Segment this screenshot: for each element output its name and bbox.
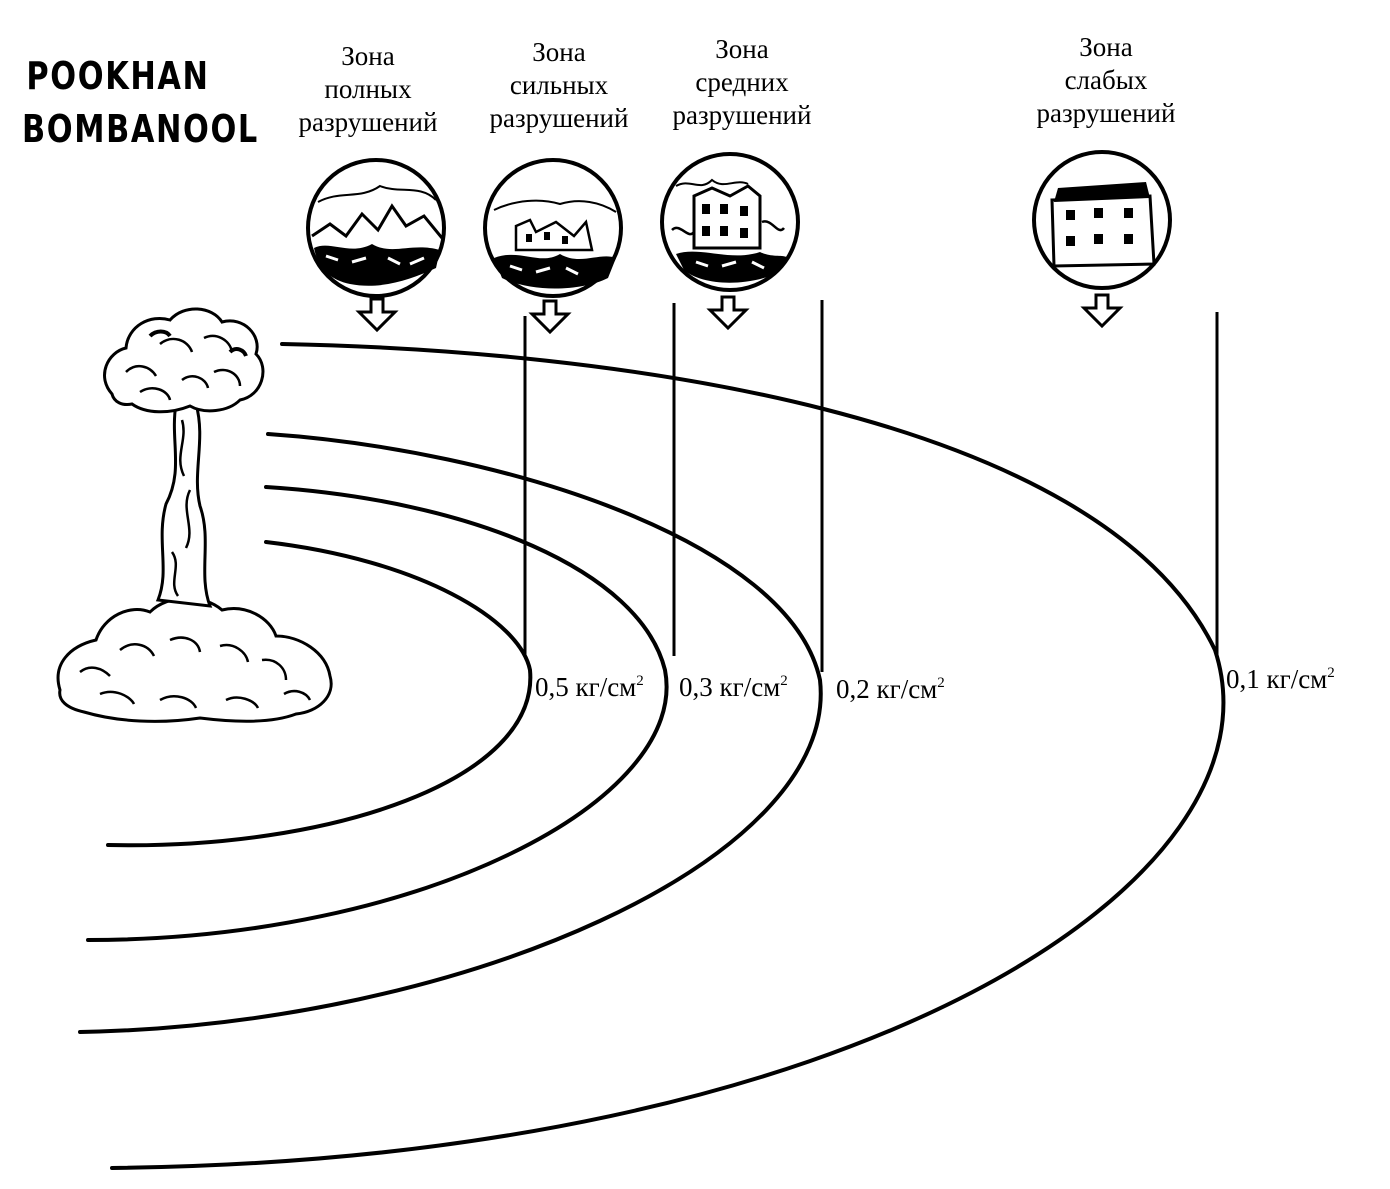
zone-label-weak: Зона слабых разрушений: [1036, 32, 1176, 128]
down-arrow-icon: [355, 297, 399, 333]
pressure-label-0-5: 0,5 кг/см2: [535, 672, 644, 702]
down-arrow-icon: [706, 295, 750, 331]
mushroom-cloud-icon: [56, 307, 333, 723]
damaged-building-icon: [660, 152, 800, 292]
pressure-label-0-1: 0,1 кг/см2: [1226, 664, 1335, 694]
wave-front-0-2: [78, 432, 823, 1034]
title-line-1: POOKHAN: [26, 54, 210, 98]
wave-front-0-5: [106, 540, 533, 848]
intact-building-icon: [1032, 150, 1172, 290]
wave-front-0-3: [86, 485, 669, 942]
wave-front-0-1: [110, 342, 1226, 1170]
zone-label-total: Зона полных разрушений: [298, 41, 438, 137]
zone-label-medium: Зона средних разрушений: [672, 34, 812, 130]
down-arrow-icon: [528, 299, 572, 335]
pressure-label-0-3: 0,3 кг/см2: [679, 672, 788, 702]
ruined-building-icon: [483, 158, 623, 298]
zone-label-strong: Зона сильных разрушений: [489, 37, 629, 133]
rubble-icon: [306, 158, 446, 298]
pressure-label-0-2: 0,2 кг/см2: [836, 674, 945, 704]
down-arrow-icon: [1080, 293, 1124, 329]
